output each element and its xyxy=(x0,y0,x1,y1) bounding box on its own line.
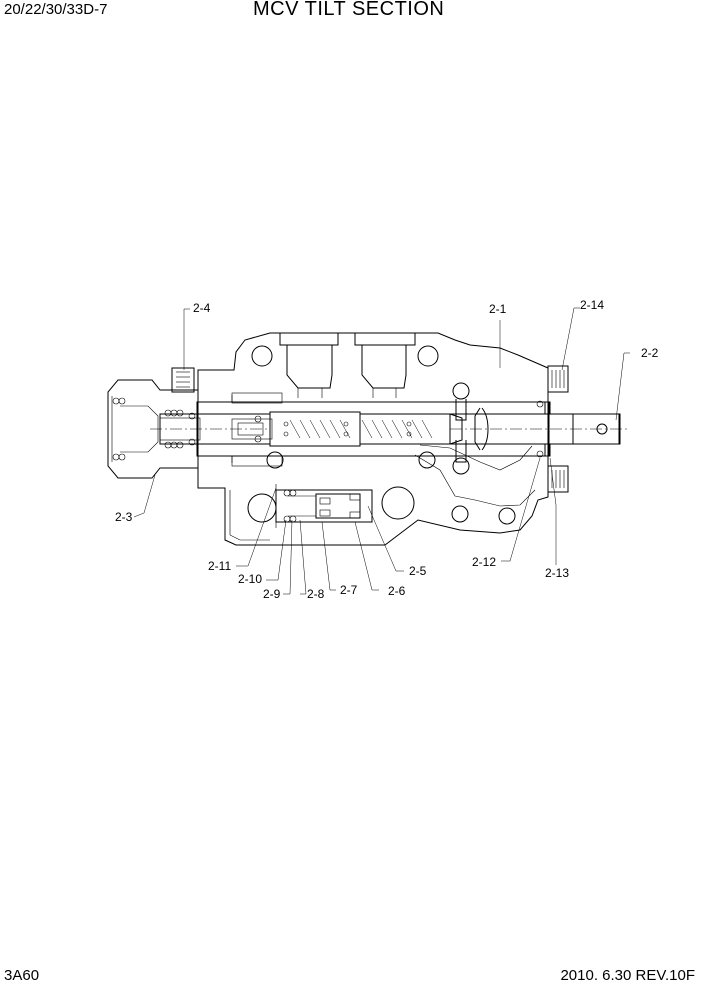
label-2-1: 2-1 xyxy=(489,302,507,316)
page-title: MCV TILT SECTION xyxy=(253,0,445,20)
revision-date: 2010. 6.30 REV.10F xyxy=(560,967,695,984)
label-2-4: 2-4 xyxy=(193,301,211,315)
left-cover-plate xyxy=(171,367,195,393)
label-2-3: 2-3 xyxy=(115,510,133,524)
label-2-13: 2-13 xyxy=(545,566,569,580)
label-2-12: 2-12 xyxy=(472,555,496,569)
right-seal-plate xyxy=(536,365,569,493)
label-2-9: 2-9 xyxy=(263,587,281,601)
top-port-left xyxy=(279,332,339,398)
label-2-5: 2-5 xyxy=(409,564,427,578)
label-2-2: 2-2 xyxy=(641,346,659,360)
label-2-11: 2-11 xyxy=(208,559,231,573)
leader-lines xyxy=(133,307,630,595)
check-plug-upper xyxy=(452,382,470,421)
valve-body xyxy=(197,332,549,546)
model-number: 20/22/30/33D-7 xyxy=(4,1,108,18)
check-plug-lower xyxy=(452,440,470,475)
label-2-6: 2-6 xyxy=(388,584,406,598)
label-2-10: 2-10 xyxy=(238,572,262,586)
spool-rod-end xyxy=(572,413,620,445)
label-2-8: 2-8 xyxy=(307,587,325,601)
check-valve-assembly xyxy=(275,484,373,528)
top-port-right xyxy=(354,332,416,398)
label-2-7: 2-7 xyxy=(340,583,358,597)
label-2-14: 2-14 xyxy=(580,298,604,312)
spring-cap xyxy=(107,379,262,479)
page-code: 3A60 xyxy=(4,967,40,984)
